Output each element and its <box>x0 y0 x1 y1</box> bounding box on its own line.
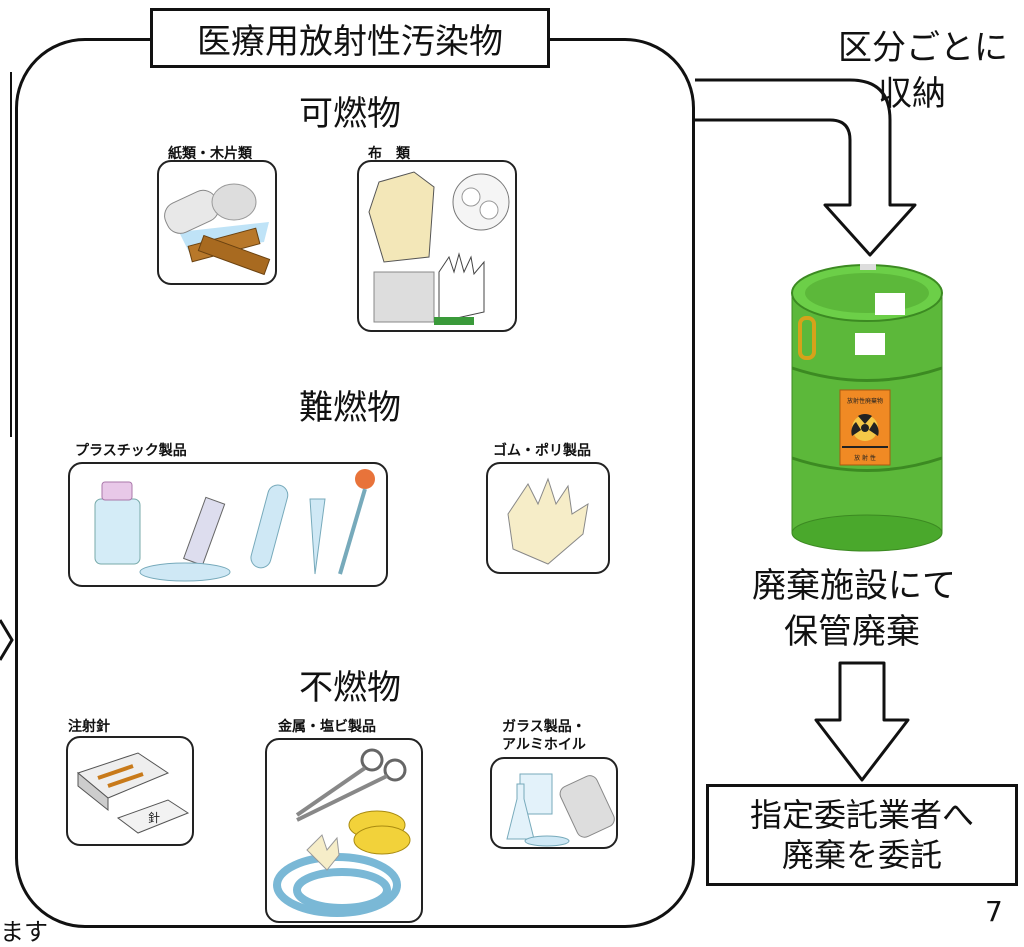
page-number: 7 <box>985 895 1003 928</box>
contractor-text-line2: 廃棄を委託 <box>781 836 942 874</box>
sort-text-line2: 収納 <box>878 74 946 114</box>
cloth-illustration <box>357 160 517 332</box>
noncombustible-heading: 不燃物 <box>299 668 401 708</box>
paper-roll-wood-icon <box>164 183 271 276</box>
storage-text-line1: 廃棄施設にて <box>752 566 956 606</box>
rubber-poly-illustration <box>486 462 610 574</box>
needle-box-text: 針 <box>148 810 160 825</box>
coat-gloves-icon <box>368 171 510 325</box>
drum-label-bottom: 放 射 性 <box>854 454 876 462</box>
needle-label: 注射針 <box>68 719 110 735</box>
needle-box-icon: 針 <box>76 752 190 834</box>
glass-foil-illustration <box>490 757 618 849</box>
down-arrow <box>814 661 910 782</box>
waste-drum-icon: 放射性廃棄物 放 射 性 <box>791 264 943 552</box>
sort-arrow <box>695 78 917 257</box>
plastic-illustration <box>68 462 388 587</box>
diagram-title: 医療用放射性汚染物 <box>150 8 550 68</box>
combustible-heading: 可燃物 <box>299 94 401 134</box>
sort-text-line1: 区分ごとに <box>838 28 1008 68</box>
metal-pvc-label: 金属・塩ビ製品 <box>278 719 376 735</box>
scissors-slippers-hose-icon <box>273 748 411 917</box>
beaker-foil-icon <box>506 773 615 847</box>
metal-pvc-illustration <box>265 738 423 923</box>
rubber-glove-icon <box>507 477 589 565</box>
glass-foil-label-2: アルミホイル <box>502 737 586 753</box>
flame-retardant-heading: 難燃物 <box>299 388 401 428</box>
cloth-label: 布 類 <box>368 146 410 162</box>
paper-wood-label: 紙類・木片類 <box>168 146 252 162</box>
contractor-box: 指定委託業者へ 廃棄を委託 <box>706 784 1018 886</box>
storage-text-line2: 保管廃棄 <box>784 612 920 652</box>
bottle-syringe-tubes-icon <box>94 469 375 582</box>
plastic-label: プラスチック製品 <box>75 443 187 459</box>
footer-fragment: ます <box>0 918 48 946</box>
needle-illustration: 針 <box>66 736 194 846</box>
left-edge-line <box>10 72 12 437</box>
paper-wood-illustration <box>157 160 277 285</box>
glass-foil-label-1: ガラス製品・ <box>502 719 586 735</box>
left-edge-arrow-tip <box>0 619 14 661</box>
contractor-text-line1: 指定委託業者へ <box>749 796 974 834</box>
drum-label-top: 放射性廃棄物 <box>847 397 883 405</box>
rubber-poly-label: ゴム・ポリ製品 <box>493 443 591 459</box>
